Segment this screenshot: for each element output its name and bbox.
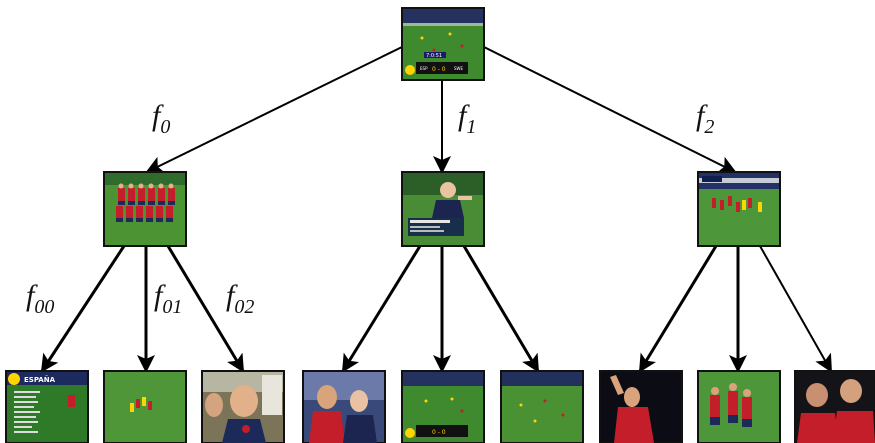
root-score-text: 0 - 0 — [432, 66, 446, 73]
leaf-player-and-referee-thumbnail[interactable] — [302, 370, 386, 443]
edge-label-f2: f2 — [696, 99, 714, 138]
leaf-pitch-wide-thumbnail[interactable] — [500, 370, 584, 443]
node-root-thumbnail[interactable]: 7:0:51 ESP 0 - 0 SWE — [401, 7, 485, 81]
root-team-left-text: ESP — [420, 66, 428, 71]
leaf-score-text: 0 - 0 — [432, 429, 446, 436]
edge-label-f00: f00 — [26, 279, 54, 318]
edge-label-f01: f01 — [154, 279, 182, 318]
leaf-players-on-pitch-thumbnail[interactable] — [103, 370, 187, 443]
edge-node1-to-leaf10 — [341, 245, 422, 373]
edges — [40, 46, 832, 373]
edge-node0-to-leaf00 — [40, 245, 126, 373]
leaf-coach-closeup-thumbnail[interactable] — [201, 370, 285, 443]
edge-node2-to-leaf22 — [759, 245, 832, 373]
leaf-team-celebration-thumbnail[interactable] — [697, 370, 781, 443]
root-team-right-text: SWE — [454, 66, 463, 71]
leaf-lineup-graphic-thumbnail[interactable]: ESPAÑA — [5, 370, 89, 443]
edge-label-f02: f02 — [226, 279, 254, 318]
edge-node1-to-leaf12 — [462, 245, 540, 373]
edge-label-f0: f0 — [152, 99, 170, 138]
node-team-photo-thumbnail[interactable] — [103, 171, 187, 247]
edge-root-to-node2 — [483, 46, 737, 173]
leaf-broadcast-wide-thumbnail[interactable]: 0 - 0 — [401, 370, 485, 443]
leaf-players-closeup-thumbnail[interactable] — [794, 370, 875, 443]
edge-label-f1: f1 — [458, 99, 476, 138]
lineup-title-text: ESPAÑA — [24, 375, 56, 384]
node-referee-caption-thumbnail[interactable] — [401, 171, 485, 247]
leaf-player-celebrating-thumbnail[interactable] — [599, 370, 683, 443]
edge-node2-to-leaf20 — [638, 245, 718, 373]
root-timer-text: 7:0:51 — [426, 53, 442, 59]
node-free-kick-thumbnail[interactable] — [697, 171, 781, 247]
edge-node0-to-leaf02 — [166, 245, 245, 373]
edge-root-to-node0 — [145, 46, 403, 174]
